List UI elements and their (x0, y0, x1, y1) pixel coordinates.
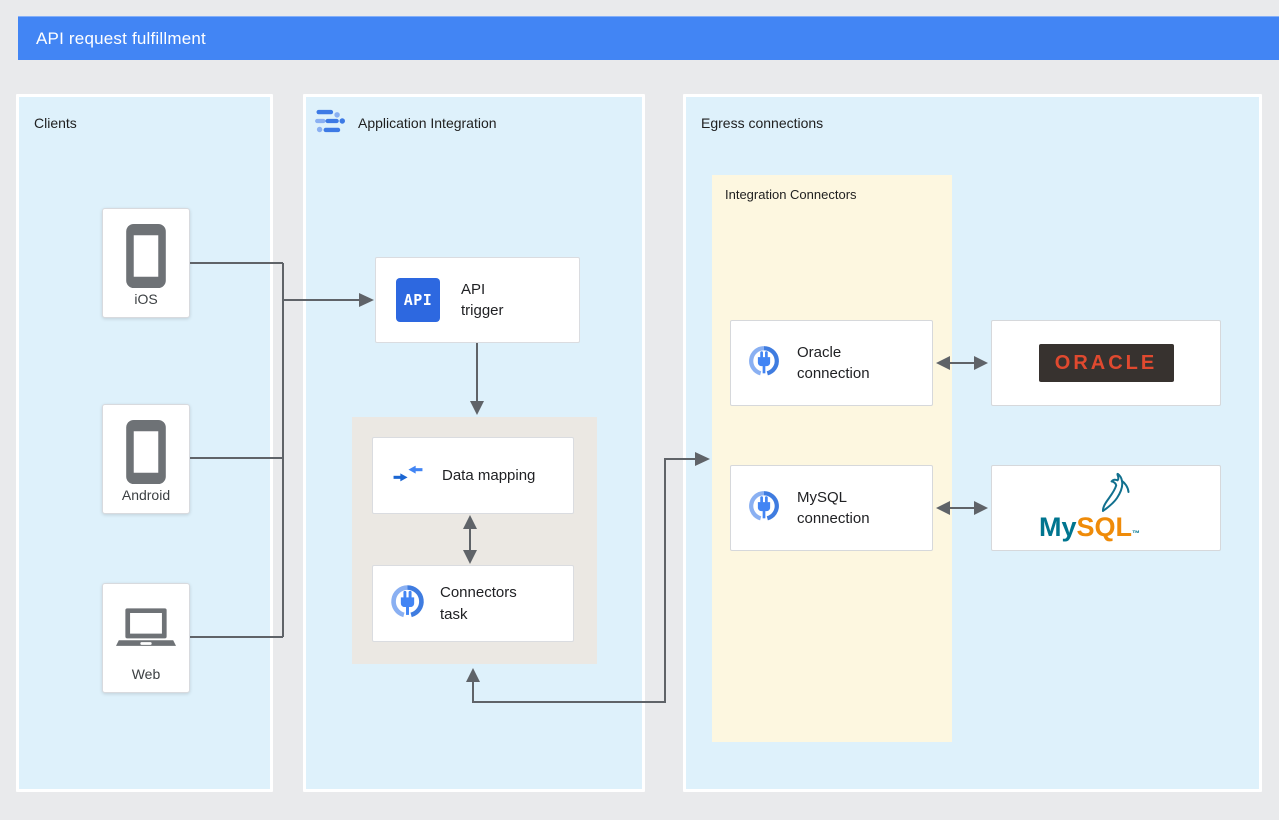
data-mapping-icon (391, 462, 425, 490)
data-mapping-label: Data mapping (442, 466, 536, 484)
phone-icon (103, 419, 189, 485)
connector-plug-icon (747, 344, 781, 383)
oracle-connection-node: Oracle connection (730, 320, 933, 406)
diagram-title: API request fulfillment (36, 28, 206, 48)
connectors-task-node: Connectors task (372, 565, 574, 642)
mysql-logo: MySQL™ (1035, 471, 1177, 545)
api-trigger-label: API trigger (461, 280, 504, 319)
mysql-dolphin-icon (1097, 471, 1147, 518)
mysql-connection-label: MySQL connection (797, 488, 870, 527)
data-mapping-node: Data mapping (372, 437, 574, 514)
oracle-connection-label: Oracle connection (797, 343, 870, 382)
mysql-database-node: MySQL™ (991, 465, 1221, 551)
connector-plug-icon (747, 489, 781, 528)
connectors-task-label: Connectors task (440, 584, 517, 623)
connector-plug-icon (389, 583, 426, 625)
client-web-card: Web (102, 583, 190, 693)
client-label: iOS (134, 291, 158, 307)
client-ios-card: iOS (102, 208, 190, 318)
egress-panel-label: Egress connections (701, 115, 824, 131)
mysql-wordmark: MySQL™ (1039, 512, 1141, 542)
application-integration-icon (313, 104, 347, 143)
client-label: Android (121, 487, 171, 503)
laptop-icon (103, 606, 189, 650)
phone-icon (103, 223, 189, 289)
application-integration-panel-label: Application Integration (358, 115, 497, 131)
api-trigger-node: API API trigger (375, 257, 580, 343)
api-badge-icon: API (396, 278, 440, 322)
integration-connectors-group: Integration Connectors (712, 175, 952, 742)
client-android-card: Android (102, 404, 190, 514)
diagram-title-bar: API request fulfillment (18, 16, 1279, 60)
client-label: Web (131, 666, 161, 682)
clients-panel-label: Clients (34, 115, 77, 131)
oracle-wordmark: ORACLE (1054, 351, 1158, 374)
oracle-logo: ORACLE (1038, 344, 1174, 382)
oracle-database-node: ORACLE (991, 320, 1221, 406)
mysql-connection-node: MySQL connection (730, 465, 933, 551)
integration-connectors-label: Integration Connectors (725, 187, 857, 202)
